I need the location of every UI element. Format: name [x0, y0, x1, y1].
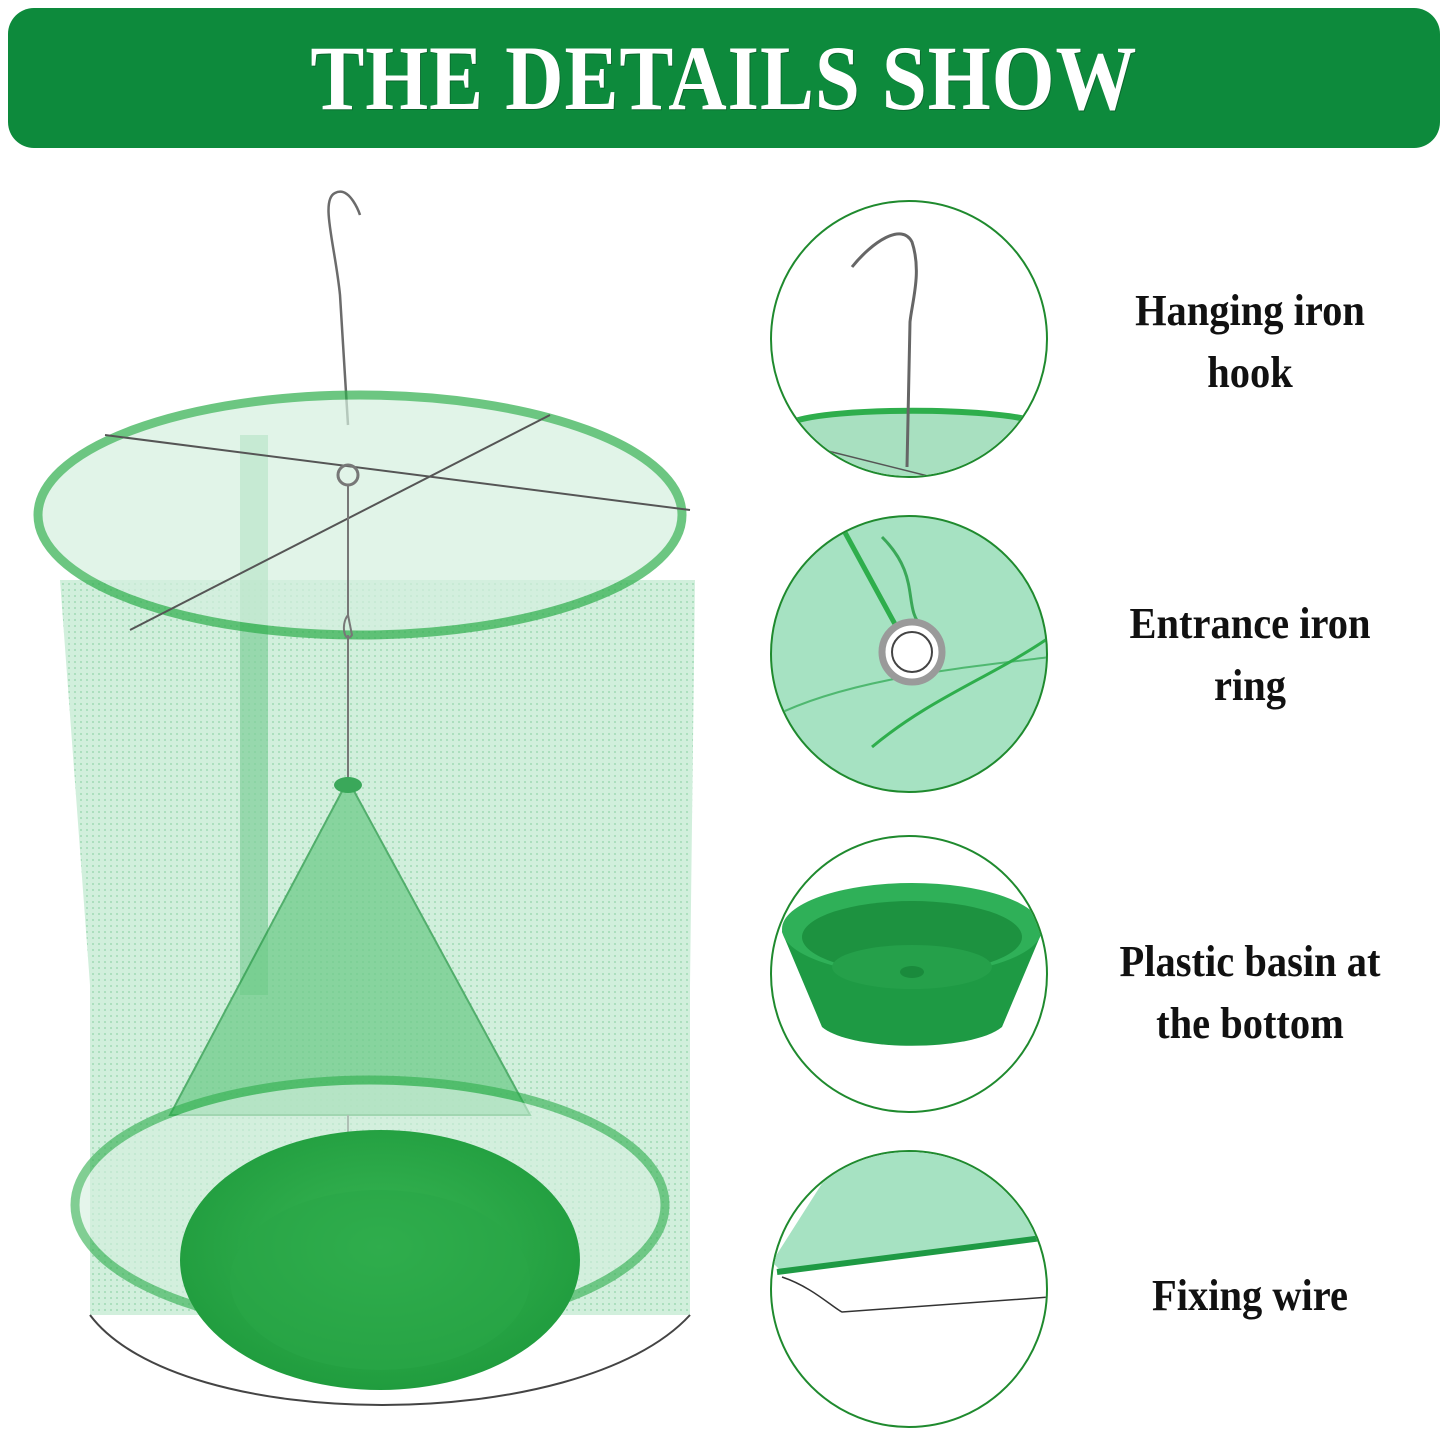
main-product-image	[30, 185, 730, 1440]
label-line-2: hook	[1207, 348, 1293, 397]
detail-label: Plastic basin at the bottom	[1084, 931, 1415, 1055]
banner-title: THE DETAILS SHOW	[310, 27, 1138, 129]
plastic-basin-closeup-image	[770, 835, 1048, 1113]
detail-hanging-hook: Hanging iron hook	[770, 200, 1445, 490]
label-line-2: the bottom	[1156, 999, 1344, 1048]
hanging-hook-closeup-image	[770, 200, 1048, 478]
header-banner: THE DETAILS SHOW	[8, 8, 1440, 148]
label-line-1: Plastic basin at	[1119, 937, 1381, 986]
iron-ring-icon	[772, 525, 1046, 749]
wire-icon	[772, 1152, 1046, 1313]
label-line-2: ring	[1214, 661, 1286, 710]
hook-icon	[773, 232, 1046, 476]
entrance-ring-closeup-image	[770, 515, 1048, 793]
label-line-1: Fixing wire	[1151, 1271, 1349, 1320]
basin-icon	[782, 883, 1042, 1046]
detail-label: Hanging iron hook	[1084, 280, 1415, 404]
detail-plastic-basin: Plastic basin at the bottom	[770, 835, 1445, 1125]
detail-entrance-ring: Entrance iron ring	[770, 515, 1445, 805]
fly-trap-cage-icon	[33, 190, 695, 1406]
detail-label: Fixing wire	[1084, 1265, 1415, 1327]
fixing-wire-closeup-image	[770, 1150, 1048, 1428]
label-line-1: Hanging iron	[1135, 286, 1365, 335]
label-line-1: Entrance iron	[1129, 599, 1371, 648]
detail-label: Entrance iron ring	[1084, 593, 1415, 717]
detail-fixing-wire: Fixing wire	[770, 1150, 1445, 1440]
